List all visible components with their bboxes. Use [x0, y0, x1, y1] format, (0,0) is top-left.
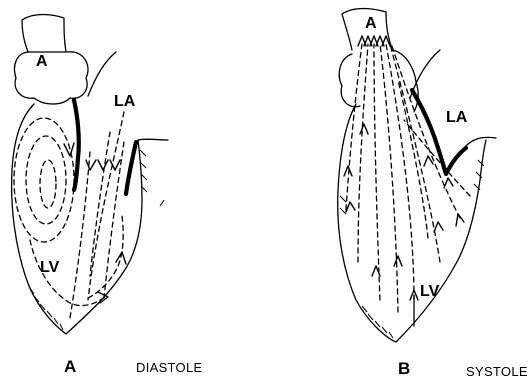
panel-a-aortic-bulb	[15, 52, 88, 104]
panel-a-aorta-label: A	[36, 53, 48, 70]
panel-a-inflow-1	[88, 112, 124, 300]
panel-a-wall-arrow	[116, 252, 126, 264]
panel-a-inflow-2	[90, 132, 110, 276]
panel-b-aortic-bulb	[339, 54, 360, 107]
panel-a-tick-mark	[160, 200, 164, 206]
panel-b-outflow-7	[392, 46, 460, 218]
panel-a-la-label: LA	[114, 93, 136, 110]
panel-a-phase-caption: DIASTOLE	[136, 360, 202, 375]
panel-a-aorta-tube	[22, 15, 66, 53]
panel-b-letter: B	[398, 359, 410, 378]
panel-b-outflow-4	[380, 44, 398, 312]
panel-b-outflow-9	[398, 80, 428, 238]
panel-a-lv-label: LV	[40, 259, 60, 276]
panel-b-mid-arrow-7	[434, 222, 443, 232]
panel-b-outflow-2	[358, 44, 368, 262]
panel-b-mid-arrow-3	[360, 124, 368, 134]
panel-b-lv-label: LV	[420, 283, 440, 300]
panel-b-mid-arrow-5	[394, 256, 402, 266]
panel-a-vortex-inner	[40, 160, 56, 208]
panel-a-anterior-leaflet	[74, 100, 79, 190]
panel-b-la-label: LA	[446, 109, 468, 126]
panel-a-diastole: A LA LV A DIASTOLE	[12, 15, 203, 377]
panel-b-mid-arrow-8	[456, 214, 464, 226]
panel-a-posterior-leaflet	[126, 142, 136, 194]
panel-a-inflow-arrow-2	[98, 160, 108, 170]
panel-b-aorta-label: A	[365, 15, 377, 32]
panel-a-vortex-middle	[26, 136, 66, 224]
panel-b-outflow-8	[404, 120, 470, 196]
panel-b-systole: A LA LV B SYSTOLE	[338, 9, 528, 380]
panel-a-atrium-line	[88, 52, 116, 96]
panel-b-phase-caption: SYSTOLE	[466, 364, 528, 379]
panel-b-outflow-3	[374, 44, 380, 300]
panel-a-inflow-arrow-1	[86, 160, 96, 170]
panel-a-letter: A	[64, 357, 76, 376]
panel-a-ventricle-wall	[12, 104, 168, 334]
panel-b-mid-arrow-1	[344, 166, 352, 176]
panel-a-inflow-4	[70, 152, 90, 318]
panel-b-mid-arrow-10	[444, 178, 453, 188]
panel-b-mid-arrow-2	[346, 202, 355, 212]
